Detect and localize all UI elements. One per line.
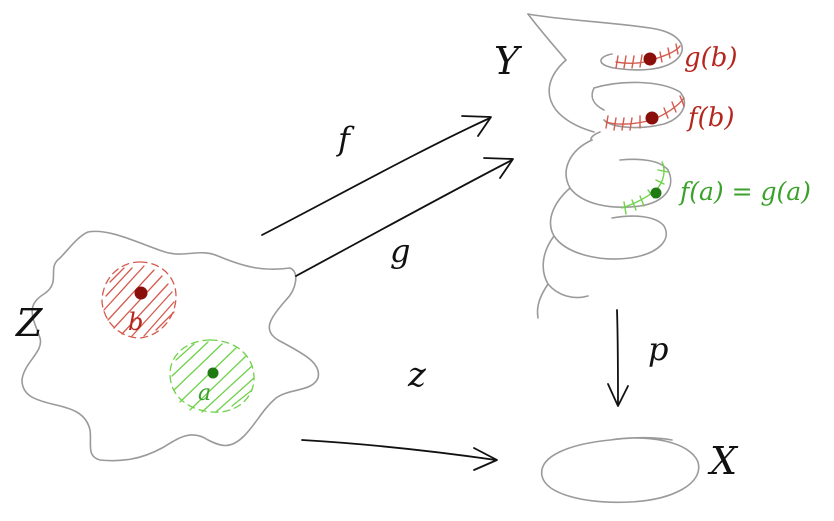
point-a-dot bbox=[207, 367, 219, 379]
arrow-g bbox=[295, 157, 514, 277]
space-y-helix bbox=[527, 13, 686, 319]
space-x-outline bbox=[541, 436, 700, 504]
point-g-b-dot bbox=[643, 52, 657, 66]
map-p-label: p bbox=[648, 330, 668, 368]
point-f-b-dot bbox=[645, 111, 659, 125]
label-g-b: g(b) bbox=[684, 43, 738, 73]
space-x-label: X bbox=[707, 439, 739, 483]
map-z-label: z bbox=[407, 355, 427, 395]
arrow-p bbox=[607, 309, 629, 407]
space-z-outline bbox=[21, 230, 320, 462]
map-f-label: f bbox=[336, 120, 355, 158]
lift-f-b-hatching bbox=[605, 95, 685, 131]
arrow-z bbox=[301, 439, 498, 471]
label-f-b: f(b) bbox=[686, 103, 735, 133]
neighbourhood-b-hatching bbox=[101, 261, 177, 339]
space-z-label: Z bbox=[15, 301, 43, 345]
point-b-label: b bbox=[128, 308, 143, 336]
point-f-a-dot bbox=[650, 187, 662, 199]
point-a-label: a bbox=[198, 381, 211, 406]
arrow-f bbox=[261, 115, 492, 236]
label-f-a-eq-g-a: f(a) = g(a) bbox=[678, 177, 811, 206]
space-y-label: Y bbox=[494, 39, 523, 83]
lift-a-hatching bbox=[621, 161, 669, 215]
point-b-dot bbox=[134, 286, 148, 300]
map-g-label: g bbox=[390, 232, 410, 270]
